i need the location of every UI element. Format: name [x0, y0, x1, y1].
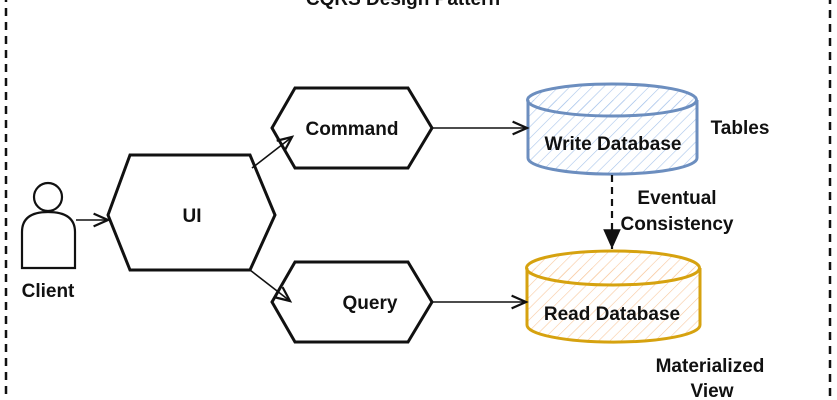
eventual-label-line2: Consistency	[621, 214, 734, 235]
eventual-label-line1: Eventual	[637, 188, 716, 209]
write-database-node[interactable]	[526, 82, 699, 176]
ui-label: UI	[183, 206, 202, 227]
write-database-label: Write Database	[545, 134, 682, 155]
diagram-title: CQRS Design Pattern	[306, 0, 500, 10]
read-database-label: Read Database	[544, 304, 680, 325]
materialized-label-line1: Materialized	[656, 356, 765, 377]
command-node[interactable]	[270, 86, 434, 170]
boundary-frame	[4, 0, 832, 400]
command-label: Command	[306, 119, 399, 140]
query-node[interactable]	[270, 260, 434, 344]
query-label: Query	[343, 293, 398, 314]
arrow-ui-to-command	[251, 135, 295, 169]
arrow-ui-to-query	[249, 269, 293, 303]
tables-label: Tables	[711, 118, 770, 139]
read-database-node[interactable]	[525, 249, 702, 344]
materialized-label-line2: View	[691, 381, 734, 400]
client-label: Client	[22, 281, 75, 302]
client-person-icon	[20, 181, 77, 270]
ui-node[interactable]	[106, 153, 277, 272]
